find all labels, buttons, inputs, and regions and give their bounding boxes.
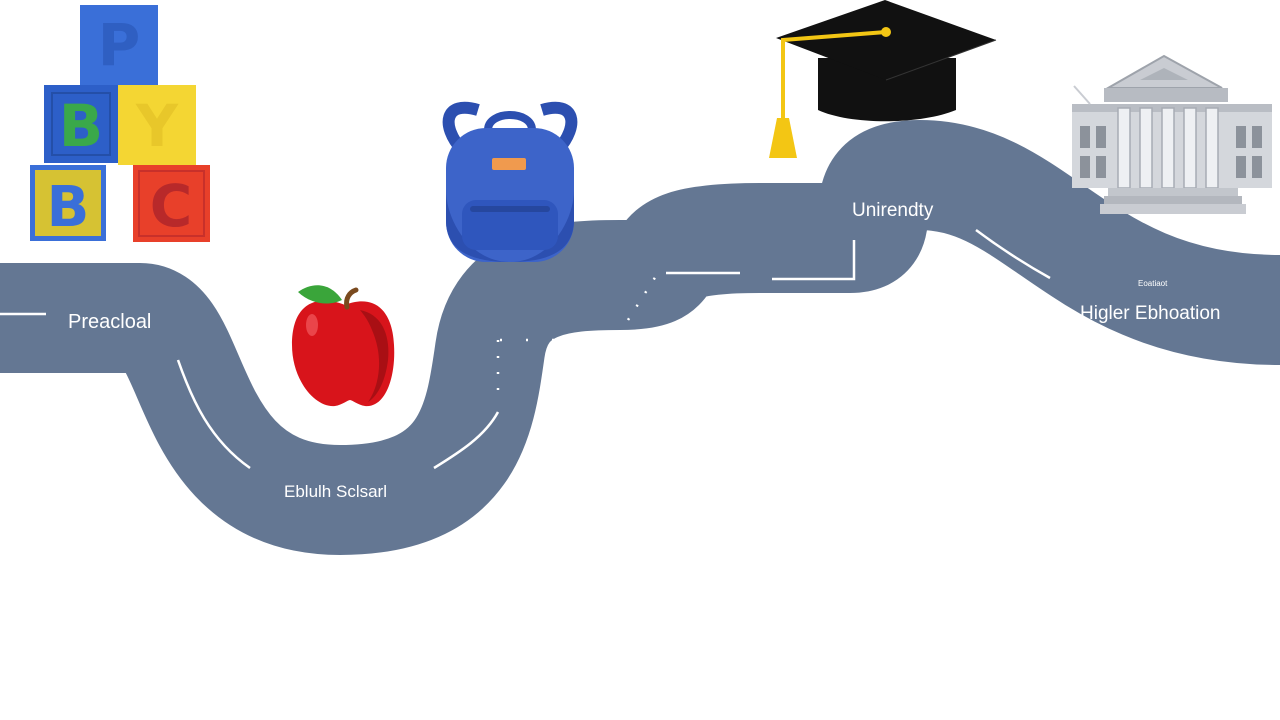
university-building-icon bbox=[1072, 54, 1272, 214]
graduation-cap-icon bbox=[769, 0, 997, 158]
block-letter-c: C bbox=[150, 172, 193, 240]
winding-road bbox=[0, 120, 1280, 555]
backpack-icon bbox=[442, 101, 578, 262]
stage-label-higher-education: Higler Ebhoation bbox=[1080, 303, 1220, 324]
block-letter-b-bottom: B bbox=[47, 175, 90, 240]
road-markings bbox=[0, 228, 1051, 470]
abc-blocks-icon: P B Y B C bbox=[30, 5, 210, 242]
stage-label-elementary-school: Eblulh Sclsarl bbox=[284, 482, 387, 501]
block-letter-b-top: B bbox=[59, 92, 103, 160]
stage-label-university: Unirendty bbox=[852, 200, 934, 221]
stage-sign-small: Eoatiaot bbox=[1138, 279, 1168, 288]
block-letter-y: Y bbox=[135, 92, 179, 160]
apple-icon bbox=[292, 285, 395, 407]
block-letter-p: P bbox=[98, 11, 141, 79]
stage-label-preschool: Preacloal bbox=[68, 311, 151, 333]
